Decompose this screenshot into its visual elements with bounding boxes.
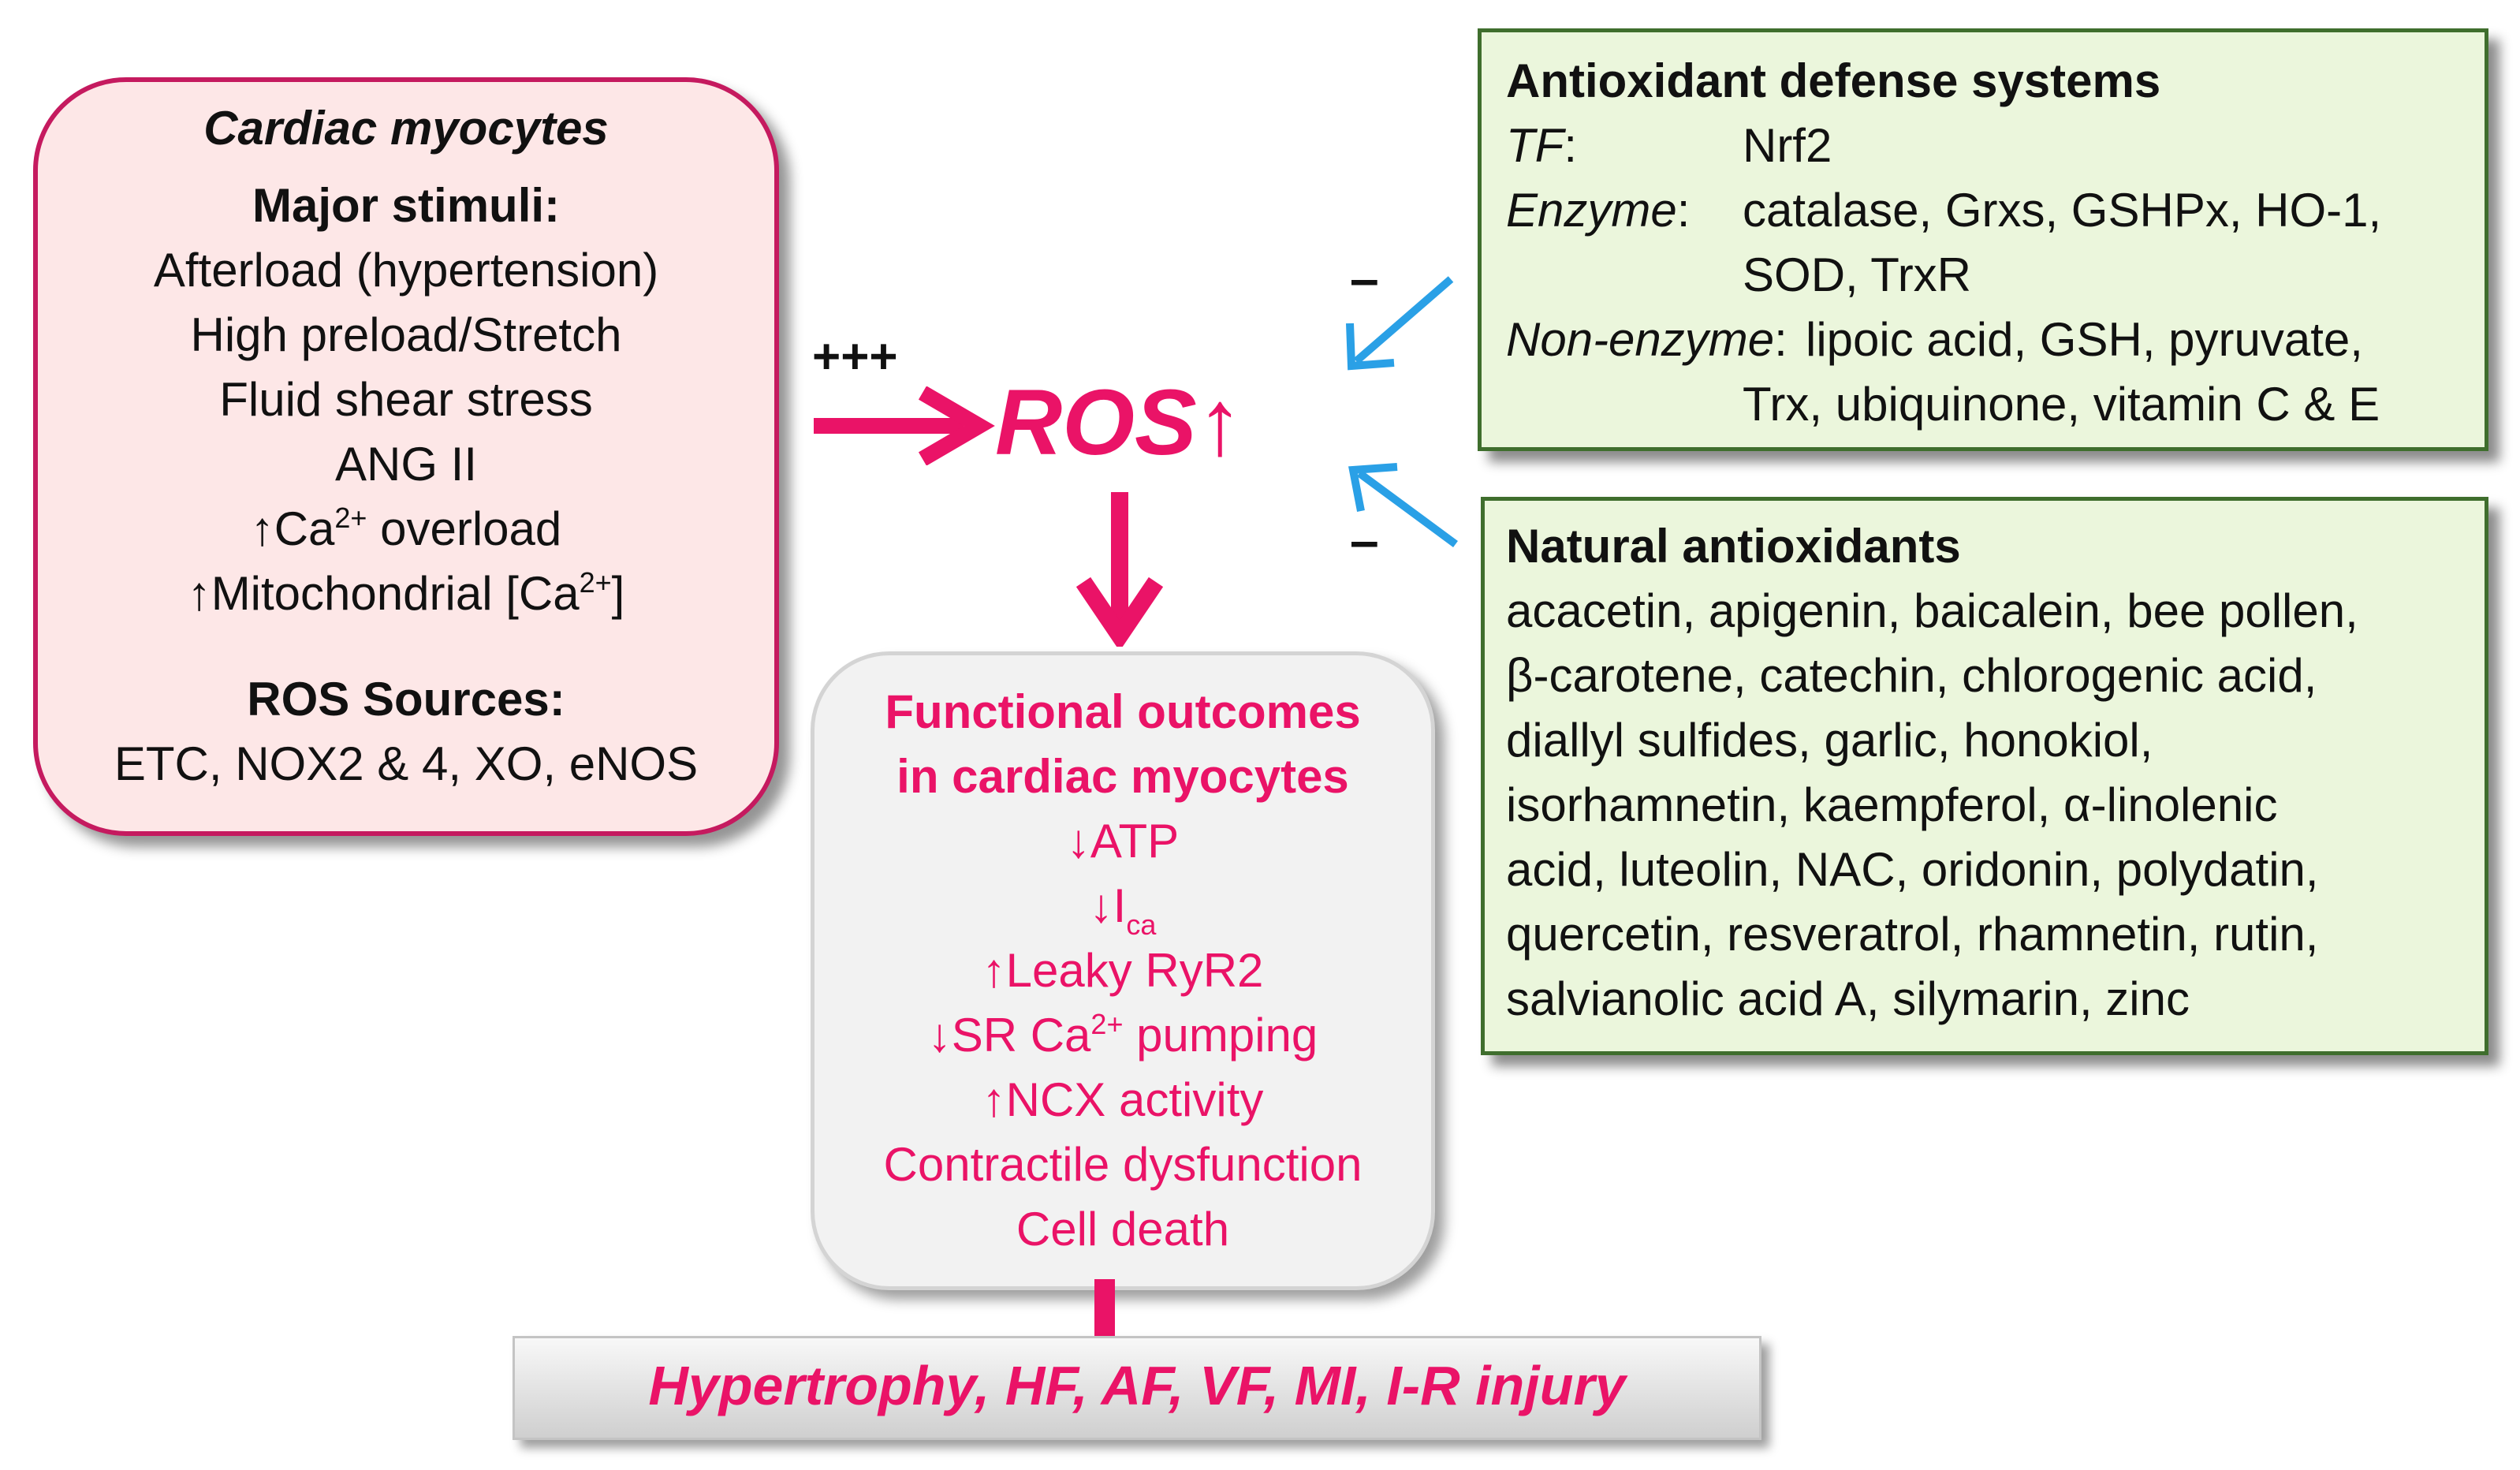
stimulus-item: Fluid shear stress [219,373,593,426]
ros-sources-list: ETC, NOX2 & 4, XO, eNOS [114,737,699,790]
stimulus-item: ANG II [334,438,478,491]
major-stimuli-heading: Major stimuli: [252,179,561,232]
up-arrow-icon: ↑ [1196,371,1243,475]
outcome-item: Contractile dysfunction [883,1138,1363,1191]
mitochondrial-ca-item: ↑Mitochondrial [Ca2+] [187,566,625,620]
nonenzyme-list: lipoic acid, GSH, pyruvate, [1806,313,2363,366]
antioxidant-defense-box [1478,28,2488,451]
ros-sources-heading: ROS Sources: [247,673,565,726]
down-arrow-icon [1075,492,1164,647]
outcome-item: ↑Leaky RyR2 [982,944,1264,997]
antioxidant-list-line: salvianolic acid A, silymarin, zinc [1506,972,2190,1025]
outcome-item: ↓ATP [1066,815,1180,867]
up-arrow-icon: ↑ [187,567,211,620]
natural-antioxidants-box [1481,497,2488,1055]
tf-label: TF: [1506,119,1577,172]
inhibit-arrow-icon [1346,276,1454,371]
antioxidant-defense-title: Antioxidant defense systems [1506,54,2161,107]
outcome-item: Cell death [1016,1203,1230,1255]
inhibit-arrow-icon [1348,463,1458,548]
enzyme-list: SOD, TrxR [1743,248,1972,301]
right-arrow-icon [814,386,995,465]
outcome-item: ↓SR Ca2+ pumping [927,1008,1318,1061]
stimulus-item: High preload/Stretch [190,308,622,361]
tf-value: Nrf2 [1743,119,1832,172]
cardiac-myocytes-box [33,77,779,836]
inhibit-sign: – [1350,249,1379,308]
outcome-item: ↑NCX activity [982,1073,1264,1126]
outcomes-heading: in cardiac myocytes [897,750,1349,803]
diseases-list: Hypertrophy, HF, AF, VF, MI, I-R injury [648,1355,1626,1416]
outcomes-heading: Functional outcomes [885,685,1361,738]
antioxidant-list-line: acid, luteolin, NAC, oridonin, polydatin… [1506,843,2319,896]
plus-label: +++ [812,330,898,384]
antioxidant-list-line: quercetin, resveratrol, rhamnetin, rutin… [1506,908,2319,961]
antioxidant-list-line: acacetin, apigenin, baicalein, bee polle… [1506,584,2358,637]
nonenzyme-label: Non-enzyme: [1506,313,1787,366]
enzyme-list: catalase, Grxs, GSHPx, HO-1, [1743,184,2382,237]
ca-overload-item: ↑Ca2+ overload [250,502,562,555]
outcome-item: ↓Ica [1089,879,1157,941]
enzyme-label: Enzyme: [1506,184,1691,237]
nonenzyme-list: Trx, ubiquinone, vitamin C & E [1743,378,2380,431]
cardiac-myocytes-title: Cardiac myocytes [203,102,609,155]
stimulus-item: Afterload (hypertension) [153,244,659,297]
ros-label: ROS↑ [995,371,1243,475]
antioxidant-list-line: isorhamnetin, kaempferol, α-linolenic [1506,778,2278,831]
natural-antioxidants-title: Natural antioxidants [1506,520,1961,573]
functional-outcomes-box [811,651,1435,1290]
connector-line [1094,1279,1115,1342]
up-arrow-icon: ↑ [250,502,274,555]
diseases-box [513,1336,1761,1440]
antioxidant-list-line: diallyl sulfides, garlic, honokiol, [1506,714,2153,767]
antioxidant-list-line: β-carotene, catechin, chlorogenic acid, [1506,649,2317,702]
inhibit-sign: – [1350,511,1379,569]
